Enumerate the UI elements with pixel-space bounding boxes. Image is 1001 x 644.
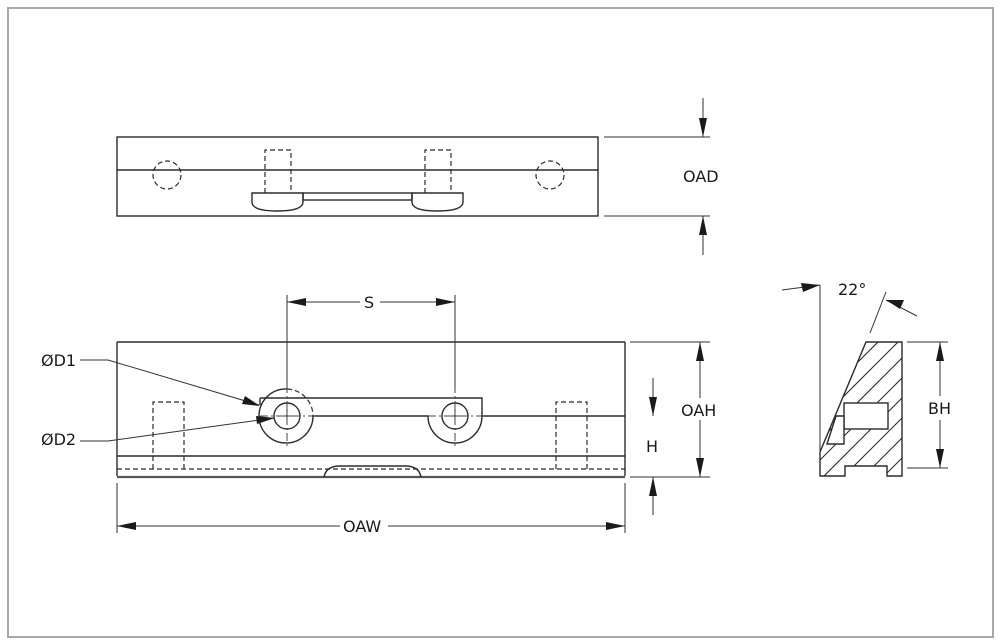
- bottom-relief: [323, 465, 422, 478]
- dimension-h: H: [630, 378, 710, 515]
- arrow-icon: [886, 300, 904, 309]
- arrow-icon: [801, 283, 820, 292]
- arrow-icon: [649, 477, 657, 496]
- label-d2: ØD2: [41, 430, 76, 449]
- leader-d1: ØD1: [41, 351, 260, 406]
- front-view: [116, 341, 626, 479]
- arrow-icon: [696, 342, 704, 361]
- clamp-head-right: [411, 192, 464, 212]
- hidden-hole-left: [152, 160, 182, 190]
- clamp-bridge: [302, 192, 413, 201]
- arrow-icon: [606, 522, 625, 530]
- arrow-icon: [936, 449, 944, 468]
- dimension-s: S: [286, 293, 456, 388]
- hole-d1-left: [258, 388, 314, 444]
- arrow-icon: [256, 416, 275, 424]
- dimension-oah: OAH: [630, 341, 716, 477]
- arrow-icon: [699, 118, 707, 137]
- label-bh: BH: [928, 399, 951, 418]
- arrow-icon: [649, 397, 657, 416]
- top-view: [116, 136, 599, 217]
- arrow-icon: [117, 522, 136, 530]
- label-oad: OAD: [683, 167, 719, 186]
- label-oah: OAH: [681, 401, 716, 420]
- hidden-pin-left: [264, 149, 292, 193]
- slot-plate: [260, 397, 483, 444]
- arrow-icon: [936, 342, 944, 361]
- arrow-icon: [696, 458, 704, 477]
- top-view-outline: [116, 136, 599, 217]
- leader-d2: ØD2: [41, 416, 275, 449]
- section-outline: [819, 341, 903, 477]
- hidden-pin-right: [424, 149, 452, 193]
- dimension-oaw: OAW: [116, 483, 626, 536]
- side-section-view: 22° BH: [781, 280, 951, 477]
- drawing-border: [7, 7, 994, 638]
- label-s: S: [364, 293, 374, 312]
- label-h: H: [646, 437, 658, 456]
- dimension-oad: OAD: [604, 98, 719, 255]
- insert-slot: [843, 402, 889, 430]
- angle-extension-line: [869, 291, 887, 334]
- label-d1: ØD1: [41, 351, 76, 370]
- label-oaw: OAW: [343, 517, 381, 536]
- hidden-hole-right: [535, 160, 565, 190]
- label-angle: 22°: [838, 280, 866, 299]
- hidden-pin-left: [152, 401, 185, 469]
- arrow-icon: [699, 216, 707, 235]
- arrow-icon: [242, 396, 260, 406]
- arrow-icon: [287, 298, 306, 306]
- hidden-pin-right: [555, 401, 588, 469]
- clamp-head-left: [251, 192, 304, 212]
- arrow-icon: [436, 298, 455, 306]
- wedge-relief: [826, 415, 845, 445]
